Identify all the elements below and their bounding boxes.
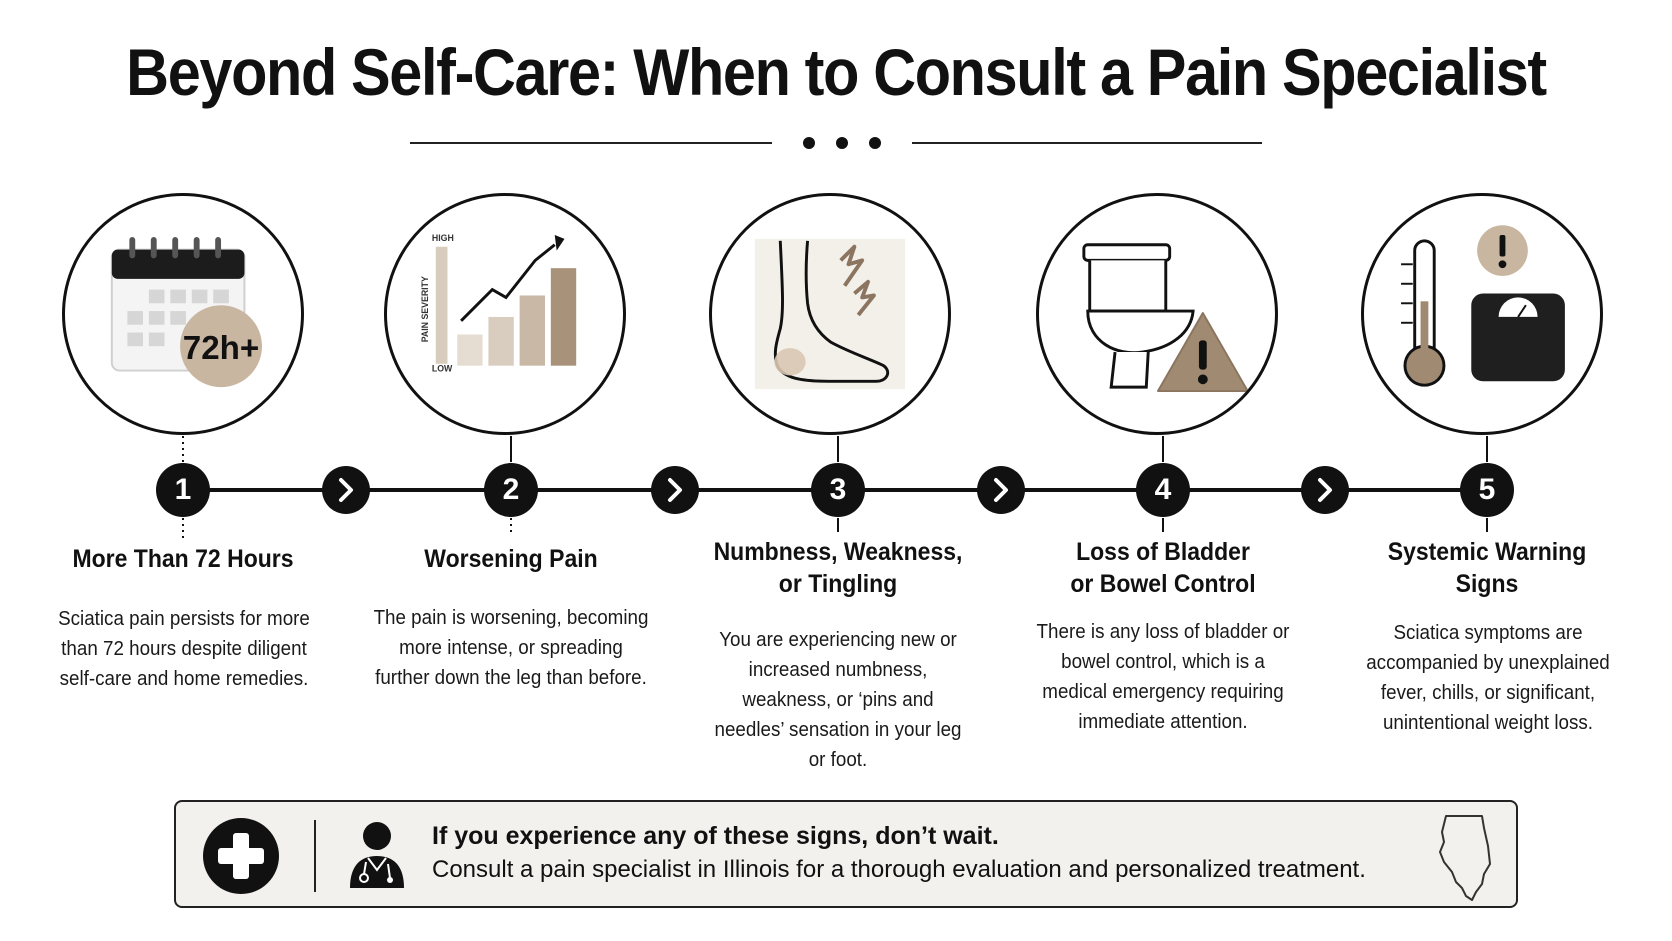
- toilet-warning-icon: [1082, 243, 1249, 393]
- banner-headline: If you experience any of these signs, do…: [432, 822, 999, 850]
- step-5-number: 5: [1460, 463, 1514, 517]
- chevron-right-icon: [651, 466, 699, 514]
- step-3-title: Numbness, Weakness, or Tingling: [713, 538, 963, 598]
- step-1-title: More Than 72 Hours: [72, 545, 294, 573]
- step-2-title: Worsening Pain: [424, 545, 598, 573]
- chevron-right-icon: [1301, 466, 1349, 514]
- illinois-map-icon: [1439, 815, 1491, 901]
- step-4-title: Loss of Bladder or Bowel Control: [1070, 538, 1256, 598]
- step-4-icon-circle: [1036, 193, 1278, 435]
- banner-divider: [314, 820, 316, 892]
- step-1-description: Sciatica pain persists for more than 72 …: [58, 608, 310, 690]
- chevron-right-icon: [977, 466, 1025, 514]
- step-3-description: You are experiencing new or increased nu…: [714, 629, 962, 771]
- severity-high-label: HIGH: [432, 233, 454, 243]
- call-to-action-banner: If you experience any of these signs, do…: [174, 800, 1518, 908]
- foot-lightning-icon: [754, 238, 906, 390]
- step-1-number: 1: [156, 463, 210, 517]
- page-title: Beyond Self-Care: When to Consult a Pain…: [126, 35, 1547, 109]
- step-2-number: 2: [484, 463, 538, 517]
- banner-body: Consult a pain specialist in Illinois fo…: [432, 856, 1366, 883]
- thermometer-scale-icon: [1401, 225, 1565, 387]
- severity-low-label: LOW: [432, 364, 453, 374]
- calendar-label: 72h+: [183, 330, 259, 367]
- step-1-icon-circle: 72h+: [62, 193, 304, 435]
- step-5-title: Systemic Warning Signs: [1387, 538, 1587, 598]
- step-3-icon-circle: [709, 193, 951, 435]
- step-3-number: 3: [811, 463, 865, 517]
- severity-axis-label: PAIN SEVERITY: [420, 276, 430, 342]
- step-2-description: The pain is worsening, becoming more int…: [373, 607, 649, 689]
- doctor-icon: [350, 822, 404, 888]
- rising-bar-chart-icon: HIGH LOW PAIN SEVERITY: [420, 233, 577, 374]
- calendar-icon: 72h+: [110, 236, 262, 388]
- medical-cross-icon: [203, 818, 279, 894]
- step-5-icon-circle: [1361, 193, 1603, 435]
- step-5-description: Sciatica symptoms are accompanied by une…: [1366, 622, 1610, 734]
- step-4-description: There is any loss of bladder or bowel co…: [1036, 621, 1290, 733]
- step-2-icon-circle: HIGH LOW PAIN SEVERITY: [384, 193, 626, 435]
- step-4-number: 4: [1136, 463, 1190, 517]
- chevron-right-icon: [322, 466, 370, 514]
